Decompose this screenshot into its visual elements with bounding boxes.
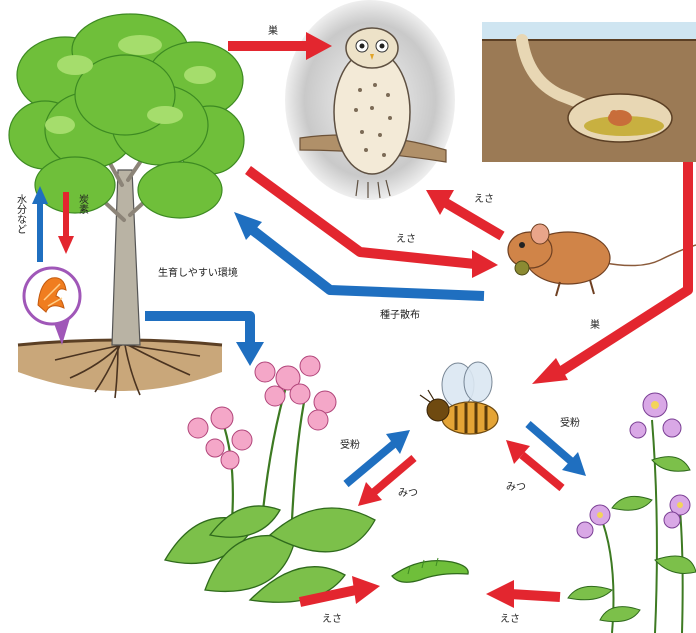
mouse-icon xyxy=(508,224,696,296)
label-mouse-to-owl: えさ xyxy=(474,194,494,206)
label-aster-to-larva: えさ xyxy=(500,614,520,626)
larva-icon xyxy=(392,558,468,582)
label-burrow-to-mouse: 巣 xyxy=(590,320,600,332)
arrow-aster-to-larva xyxy=(486,580,560,608)
label-tree-to-owl: 巣 xyxy=(268,26,278,38)
aster-icon xyxy=(568,393,696,633)
fungus-icon xyxy=(24,268,80,345)
owl-icon xyxy=(285,0,455,200)
primrose-icon xyxy=(165,356,375,602)
label-tree-to-mouse: えさ xyxy=(396,234,416,246)
label-primrose-to-bee-nectar: みつ xyxy=(398,488,418,500)
label-tree-to-fungus: 炭素 xyxy=(76,194,88,214)
bee-icon xyxy=(420,362,498,434)
label-aster-to-bee-nectar: みつ xyxy=(506,482,526,494)
tree-soil-mound xyxy=(18,340,222,391)
label-tree-to-primrose: 生育しやすい環境 xyxy=(158,268,250,280)
label-mouse-to-tree: 種子散布 xyxy=(380,310,420,322)
label-bee-to-primrose-pollen: 受粉 xyxy=(340,440,360,452)
burrow-icon xyxy=(482,22,696,162)
label-fungus-to-tree: 水分など xyxy=(14,194,26,234)
tree-icon xyxy=(9,14,244,398)
label-bee-to-aster-pollen: 受粉 xyxy=(560,418,580,430)
arrow-primrose-to-bee xyxy=(346,430,410,484)
label-primrose-to-larva: えさ xyxy=(322,614,342,626)
